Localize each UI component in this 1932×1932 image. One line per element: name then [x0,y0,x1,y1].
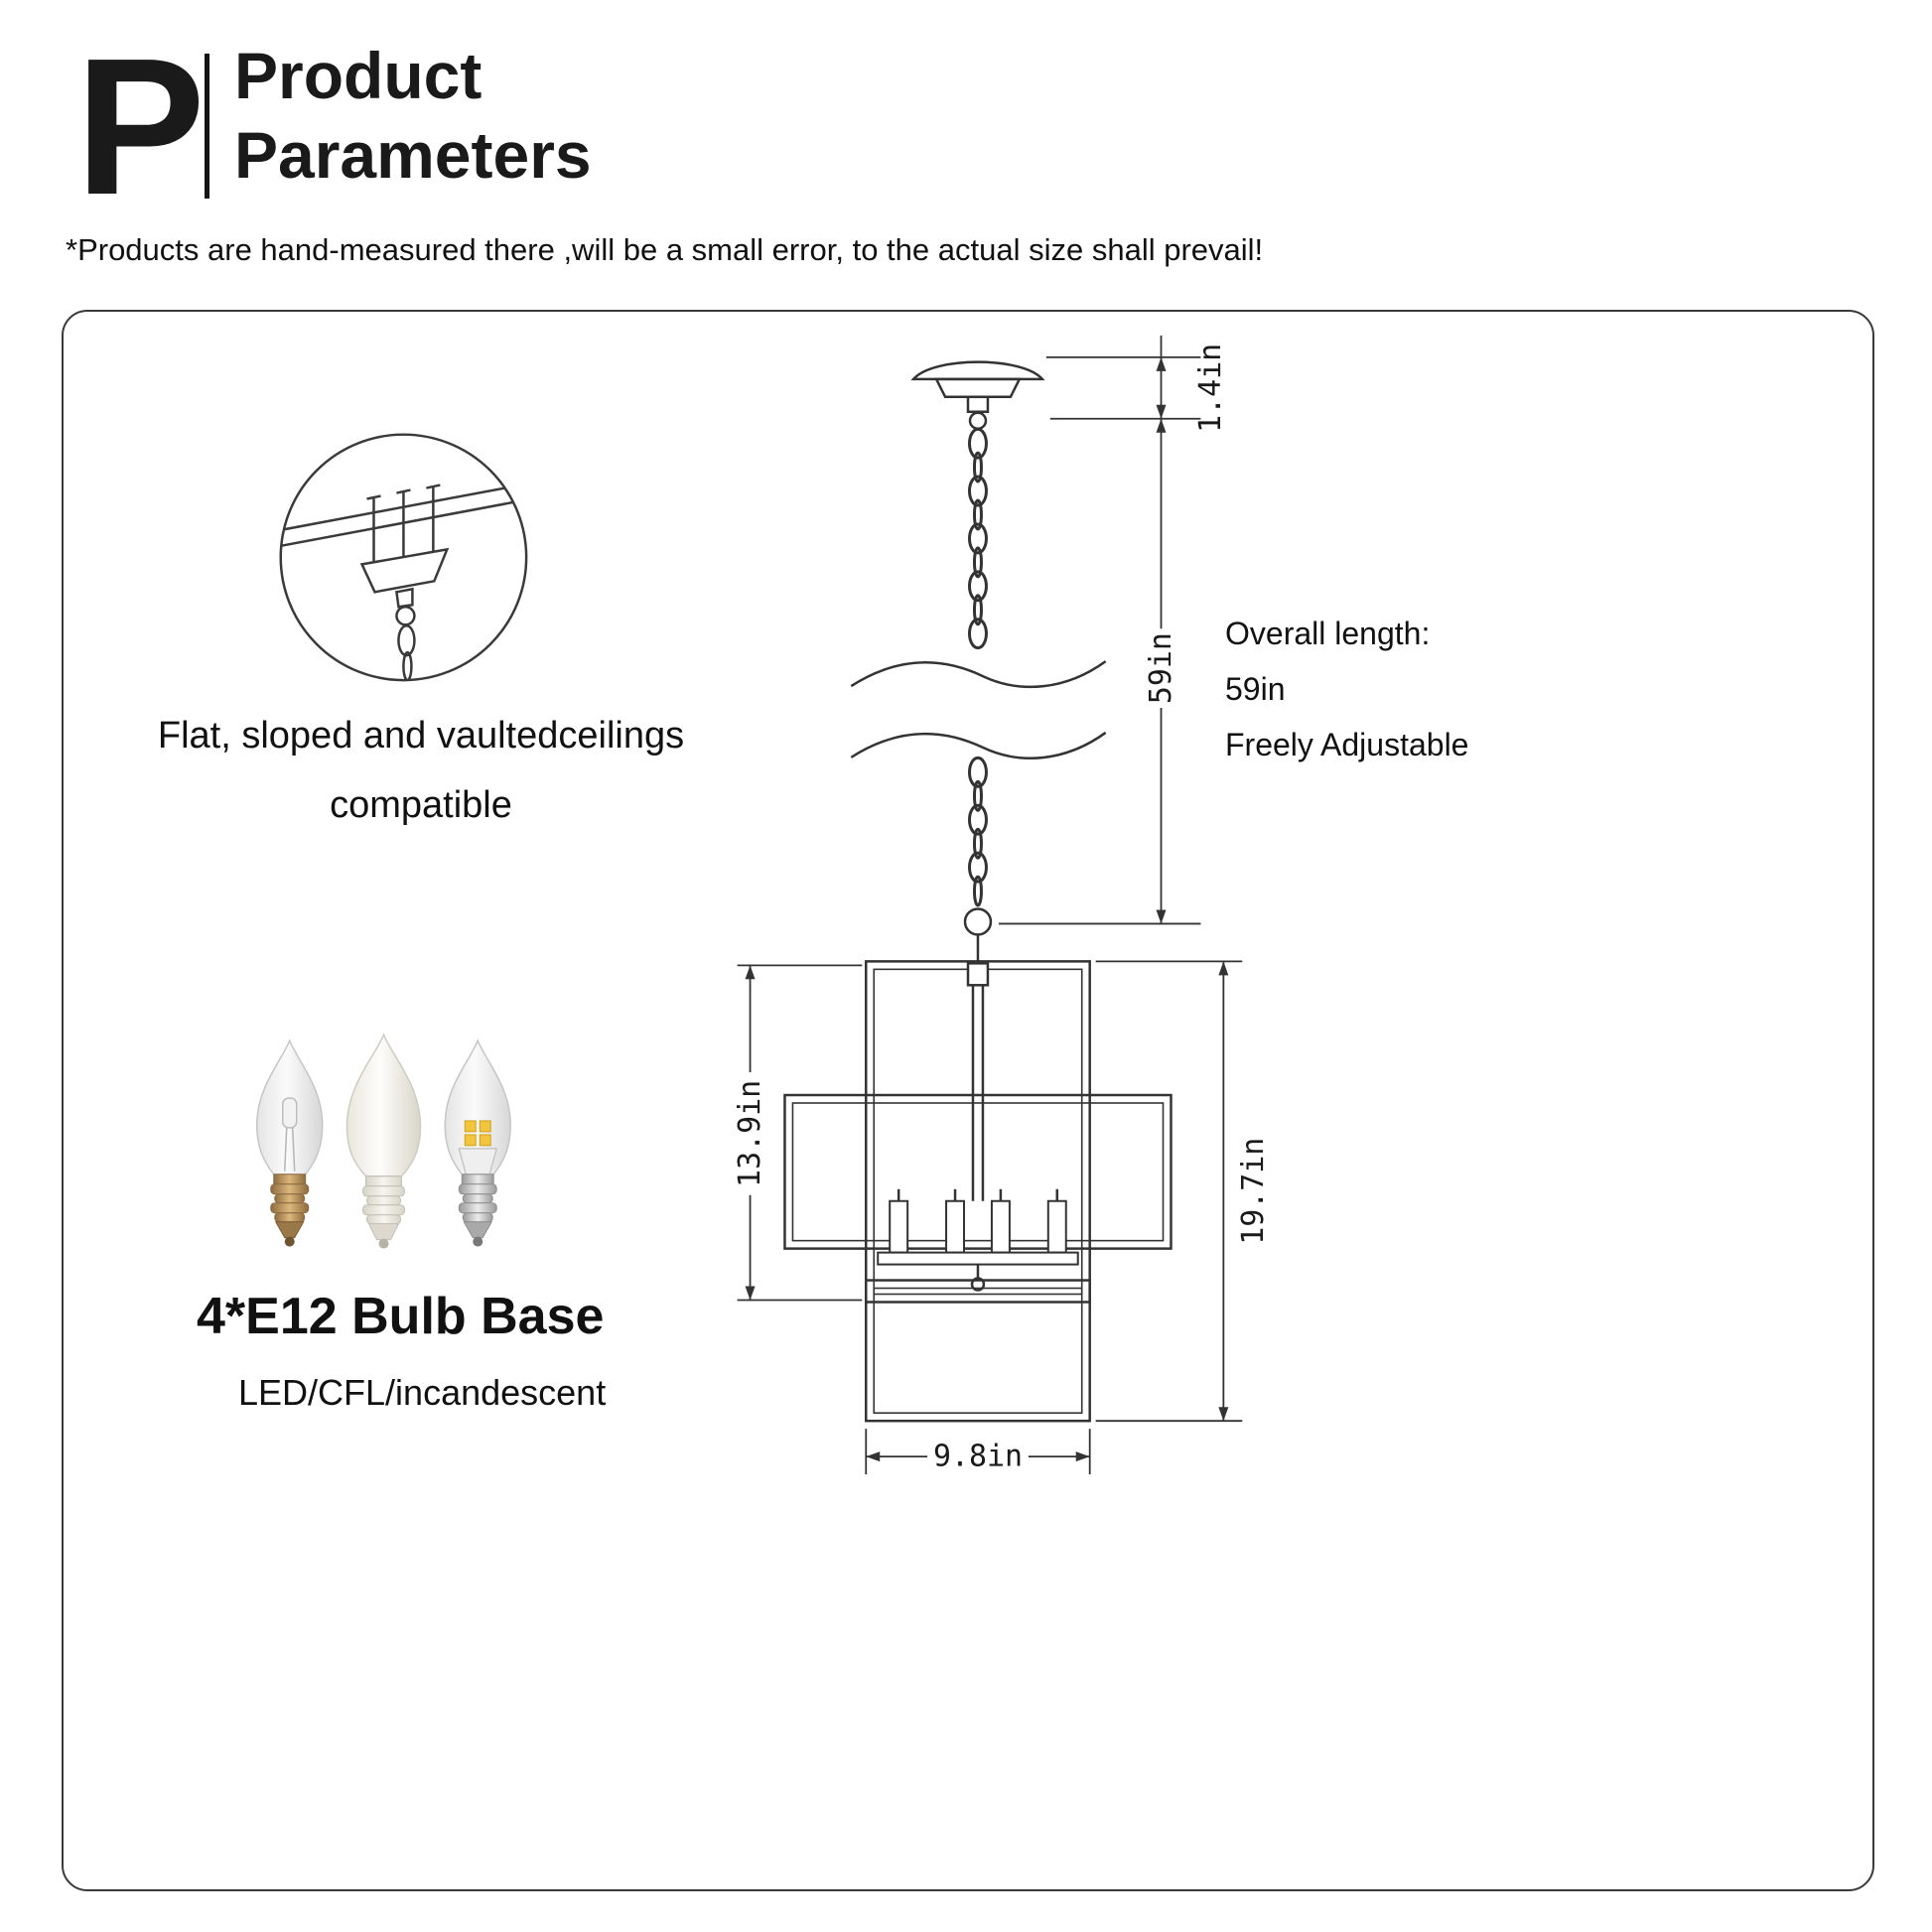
length-break-symbol [850,660,1107,759]
dim-chain-length-label: 59in [1144,632,1178,704]
hanging-chain-upper [968,427,988,650]
technical-drawing: 1.4in 59in 13.9in [256,335,1271,1475]
bulb-base-subtitle: LED/CFL/incandescent [238,1372,607,1413]
cage-frames [783,960,1173,1423]
ceiling-mount-detail [279,433,528,682]
disclaimer-note: *Products are hand-measured there ,will … [66,232,1264,267]
bulb-base-title: 4*E12 Bulb Base [197,1288,605,1345]
header: P Product Parameters [75,30,770,224]
socket-cluster [877,962,1079,1292]
dim-chain-length: 59in [998,418,1201,925]
dim-upper-frame-height-label: 13.9in [733,1080,767,1187]
dim-canopy-height: 1.4in [1045,335,1228,433]
ceiling-mount-sketch [280,479,527,681]
header-divider [205,54,209,199]
ceiling-compat-text-line1: Flat, sloped and vaultedceilings [157,715,685,757]
dim-total-frame-height: 19.7in [1095,960,1271,1423]
page-title: Product Parameters [234,36,592,195]
dim-upper-frame-height: 13.9in [733,964,863,1302]
led-bulb-image [444,1038,511,1247]
hanging-ring [963,907,993,936]
bulb-images [256,1033,511,1249]
overall-length-line2: 59in [1225,671,1286,707]
page-title-line1: Product [234,39,483,112]
ceiling-canopy [910,360,1045,430]
dim-frame-width-label: 9.8in [933,1440,1023,1474]
page-title-line2: Parameters [234,118,592,192]
frosted-bulb-image [345,1033,422,1249]
diagram-panel: 1.4in 59in 13.9in [62,310,1874,1891]
dim-total-frame-height-label: 19.7in [1236,1138,1271,1245]
overall-length-line3: Freely Adjustable [1225,727,1469,762]
dim-canopy-height-label: 1.4in [1193,344,1228,433]
ceiling-compat-text-line2: compatible [330,784,512,826]
overall-length-note: Overall length: 59in Freely Adjustable [1225,606,1468,772]
halogen-bulb-image [256,1038,324,1247]
detail-circle [279,433,528,682]
dimension-annotations: 1.4in 59in 13.9in [733,335,1271,1475]
dim-frame-width: 9.8in [865,1429,1091,1475]
brand-letter: P [75,18,206,235]
hanging-chain-lower [968,756,988,907]
pendant-drawing [783,360,1173,1423]
overall-length-line1: Overall length: [1225,616,1431,651]
